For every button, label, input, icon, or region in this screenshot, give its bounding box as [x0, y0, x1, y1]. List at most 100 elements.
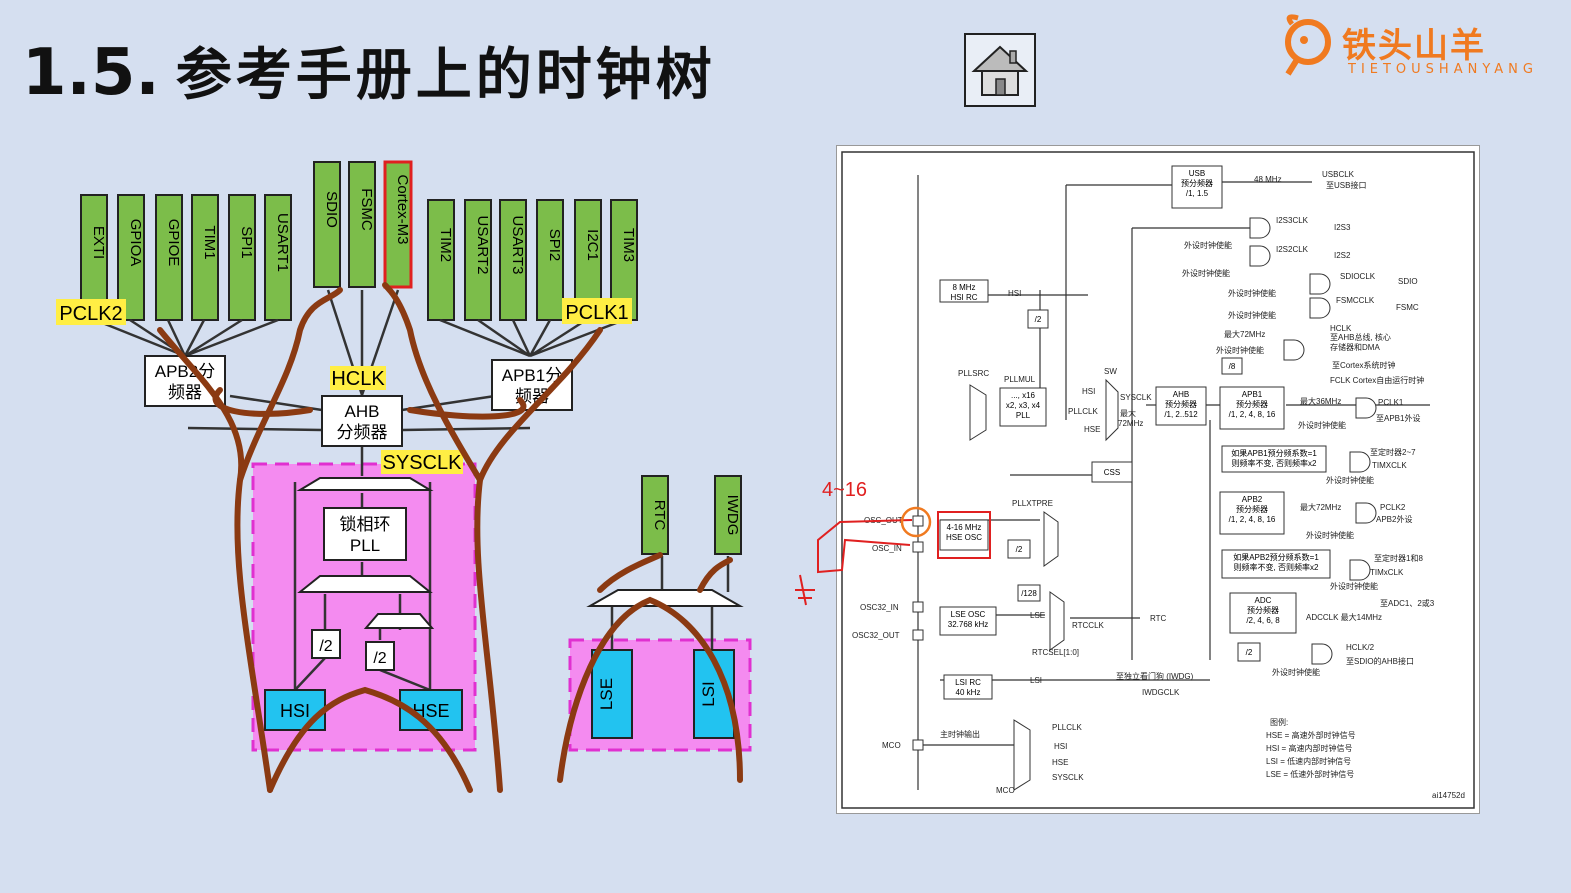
pclk2-highlight	[56, 299, 126, 325]
pll-src-mux	[297, 575, 433, 593]
hse-div-mux	[363, 613, 435, 629]
ref-label-62: IWDGCLK	[1142, 688, 1180, 697]
ahb-prescaler-box	[321, 395, 403, 447]
pll-box	[999, 387, 1047, 427]
apb1-prescaler-line-0: APB1	[1242, 390, 1263, 399]
peripheral-label-spi2: SPI2	[546, 229, 563, 262]
div8-ref-box	[1221, 357, 1243, 375]
lse-osc-box	[939, 606, 997, 636]
ahb-prescaler-line-0: AHB	[1173, 390, 1189, 399]
ref-label-22: FCLK Cortex自由运行时钟	[1330, 375, 1424, 385]
div2-hclk-label: /2	[1246, 648, 1253, 657]
ref-label-65: PLLCLK	[1052, 723, 1082, 732]
ref-label-60: LSI	[1030, 676, 1042, 685]
home-button[interactable]	[964, 33, 1036, 107]
ref-label-75: ai14752d	[1432, 791, 1465, 800]
usb-prescaler-line-0: USB	[1189, 169, 1205, 178]
ref-label-48: 外设时钟使能	[1330, 581, 1378, 591]
div2-box-a	[311, 629, 341, 659]
div128-box	[1017, 584, 1041, 602]
apb2-prescaler-line-2: /1, 2, 4, 8, 16	[1229, 515, 1276, 524]
ref-label-66: HSI	[1054, 742, 1067, 751]
peripheral-bar-fsmc	[348, 161, 376, 288]
sysclk-label: SYSCLK	[383, 452, 463, 474]
and-gate-icon-9	[1311, 643, 1333, 665]
ref-label-40: 最大72MHz	[1300, 502, 1341, 512]
lse-label: LSE	[597, 678, 616, 710]
ref-mux-4	[1013, 719, 1031, 791]
div128-label: /128	[1021, 589, 1037, 598]
ref-label-57: HCLK/2	[1346, 643, 1375, 652]
ref-label-61: 至独立看门狗 (IWDG)	[1116, 671, 1194, 681]
ref-label-63: 主时钟输出	[940, 729, 980, 739]
hsi-rc-line-1: HSI RC	[950, 293, 977, 302]
ref-label-17: HCLK	[1330, 324, 1352, 333]
ref-label-68: SYSCLK	[1052, 773, 1084, 782]
ref-label-55: RTC	[1150, 614, 1167, 623]
ref-label-30: 最大	[1120, 408, 1136, 418]
ref-label-47: TIMxCLK	[1370, 568, 1404, 577]
ref-label-12: FSMCCLK	[1336, 296, 1375, 305]
apb2-note-line-1: 则频率不变, 否则频率x2	[1234, 562, 1319, 572]
logo-text: 铁头山羊	[1342, 26, 1486, 66]
ref-label-37: TIMXCLK	[1372, 461, 1407, 470]
ref-label-19: 存储器和DMA	[1330, 342, 1380, 352]
pclk2-label: PCLK2	[59, 303, 122, 325]
peripheral-label-gpioa: GPIOA	[127, 219, 144, 267]
apb2-prescaler-line-0: APB2	[1242, 495, 1263, 504]
apb1-label-1: APB1分	[502, 366, 562, 385]
pin-square-2	[912, 601, 924, 613]
ref-label-35: 外设时钟使能	[1298, 420, 1346, 430]
apb1-note-line-0: 如果APB1预分频系数=1	[1231, 448, 1317, 458]
div2-label-a: /2	[319, 638, 332, 655]
rtc-mux	[586, 589, 744, 607]
pll-line-2: PLL	[1016, 411, 1031, 420]
ref-label-70: 图例:	[1270, 717, 1288, 727]
and-gate-icon-2	[1309, 273, 1331, 295]
ref-label-32: 最大36MHz	[1300, 396, 1341, 406]
logo-subtext: TIETOUSHANYANG	[1348, 62, 1538, 77]
pclk1-label: PCLK1	[565, 302, 628, 324]
div2-ref-label: /2	[1035, 315, 1042, 324]
peripheral-label-usart3: USART3	[509, 216, 526, 275]
peripheral-bar-cortex-m3	[383, 160, 413, 289]
rtc-bar	[641, 475, 669, 555]
lsi-rc-box	[943, 674, 993, 700]
apb2-prescaler-line-1: 预分频器	[1236, 504, 1268, 514]
pin-square-3	[912, 629, 924, 641]
ref-label-8: 外设时钟使能	[1182, 268, 1230, 278]
ref-label-2: 至USB接口	[1326, 180, 1366, 190]
peripheral-label-fsmc: FSMC	[358, 188, 375, 231]
lsi-rc-line-0: LSI RC	[955, 678, 981, 687]
pll-box	[323, 507, 407, 561]
and-gate-icon-0	[1249, 217, 1271, 239]
ref-label-36: 至定时器2~7	[1370, 447, 1416, 457]
pin-square-4	[912, 739, 924, 751]
ref-label-73: LSI = 低速内部时钟信号	[1266, 756, 1351, 766]
ref-label-51: OSC32_IN	[860, 603, 899, 612]
ref-label-42: APB2外设	[1376, 514, 1412, 524]
ref-label-53: LSE	[1030, 611, 1045, 620]
pin-square-1	[912, 541, 924, 553]
css-box-label: CSS	[1104, 468, 1120, 477]
ref-label-59: 外设时钟使能	[1272, 667, 1320, 677]
and-gate-icon-7	[1355, 502, 1377, 524]
ref-label-24: PLLMUL	[1004, 375, 1036, 384]
apb2-note-box	[1221, 549, 1331, 579]
hsi-rc-box	[939, 279, 989, 303]
and-gate-icon-5	[1355, 397, 1377, 419]
peripheral-label-gpioe: GPIOE	[165, 219, 182, 267]
apb2-label-2: 频器	[168, 383, 202, 402]
div2-hse-box	[1007, 539, 1031, 559]
goat-logo-icon	[1285, 14, 1331, 76]
handwritten-note: 4~16	[822, 479, 867, 501]
home-icon	[971, 45, 1029, 96]
peripheral-label-i2c1: I2C1	[584, 229, 601, 261]
ref-mux-0	[969, 384, 987, 441]
hclk-label: HCLK	[331, 368, 385, 390]
ref-label-58: 至SDIO的AHB接口	[1346, 656, 1414, 666]
div2-box-b	[365, 641, 395, 671]
